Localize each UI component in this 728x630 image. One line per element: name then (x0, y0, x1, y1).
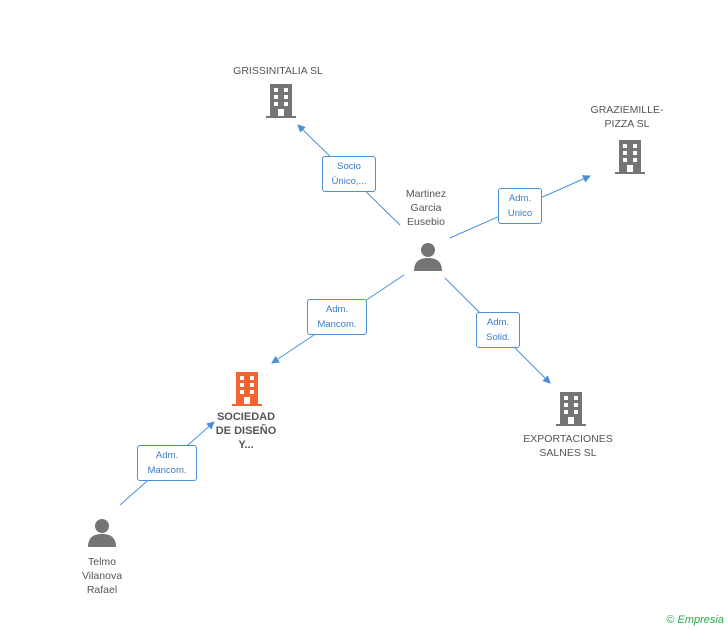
edge-label-adm-unico: Adm. Unico (498, 188, 542, 224)
node-label-exportaciones[interactable]: EXPORTACIONES SALNES SL (523, 433, 613, 459)
node-label-telmo[interactable]: Telmo Vilanova Rafael (81, 556, 123, 596)
edge-label-adm-mancom-2: Adm. Mancom. (137, 445, 197, 481)
person-icon[interactable] (87, 518, 117, 548)
copyright-icon: © (666, 614, 675, 626)
edge-label-socio-unico: Socio Único,... (322, 156, 376, 192)
node-label-sociedad[interactable]: SOCIEDAD DE DISEÑO Y... (215, 411, 277, 451)
node-label-grissinitalia[interactable]: GRISSINITALIA SL (233, 65, 323, 77)
edge-label-adm-solid: Adm. Solid. (476, 312, 520, 348)
brand-logo: ©Empresia (666, 614, 724, 626)
building-icon[interactable] (614, 140, 646, 174)
node-label-graziemille[interactable]: GRAZIEMILLE- PIZZA SL (590, 104, 664, 130)
building-icon[interactable] (555, 392, 587, 426)
brand-name: Empresia (677, 614, 724, 626)
building-icon-main[interactable] (231, 372, 263, 406)
person-icon[interactable] (413, 242, 443, 272)
building-icon[interactable] (265, 84, 297, 118)
node-label-martinez[interactable]: Martinez Garcia Eusebio (405, 188, 447, 228)
edge-label-adm-mancom-1: Adm. Mancom. (307, 299, 367, 335)
